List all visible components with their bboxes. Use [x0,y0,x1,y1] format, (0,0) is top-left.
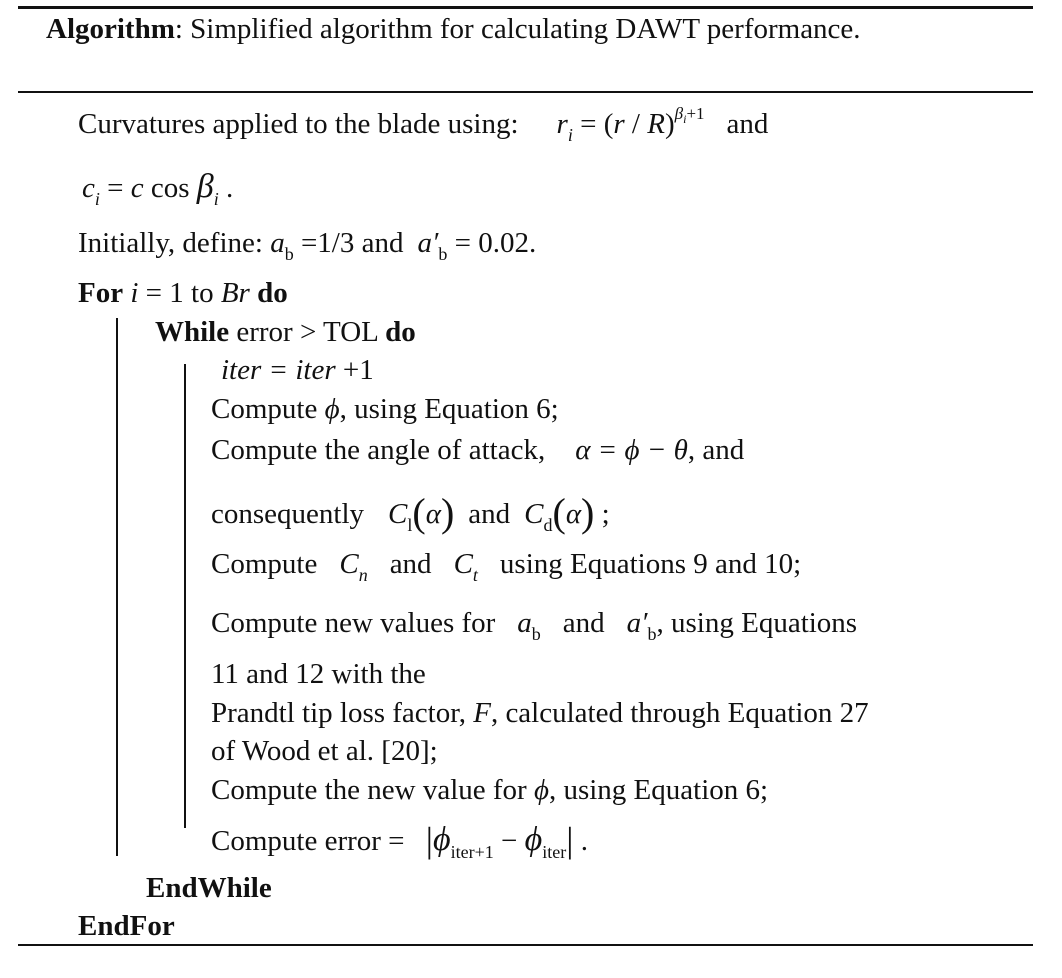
algorithm-title: : Simplified algorithm for calculating D… [174,13,861,45]
curvatures-line: Curvatures applied to the blade using:ri… [78,104,769,145]
algorithm-caption: Algorithm: Simplified algorithm for calc… [46,15,861,44]
endwhile-keyword: EndWhile [146,872,272,904]
wood-reference-line: of Wood et al. [20]; [211,735,438,767]
chord-equation-line: ci = c cos βi . [82,168,234,209]
while-line: While error > TOL do [155,316,416,348]
new-phi-line: Compute the new value for ϕ, using Equat… [211,774,769,806]
equations-11-12-line: 11 and 12 with the [211,658,426,690]
compute-phi-line: Compute ϕ, using Equation 6; [211,393,559,425]
while-block-bar [184,364,186,828]
top-rule [18,6,1033,9]
angle-of-attack-line: Compute the angle of attack,α = ϕ − θ, a… [211,434,745,466]
for-line: For i = 1 to Br do [78,277,288,309]
mid-rule [18,91,1033,93]
bottom-rule [18,944,1033,946]
iter-line: iter = iter +1 [221,354,374,386]
prandtl-line: Prandtl tip loss factor, F, calculated t… [211,697,869,729]
for-block-bar [116,318,118,856]
algorithm-label: Algorithm [46,13,175,45]
endfor-keyword: EndFor [78,910,175,942]
compute-error-line: Compute error = |ϕiter+1 − ϕiter| . [211,820,588,862]
